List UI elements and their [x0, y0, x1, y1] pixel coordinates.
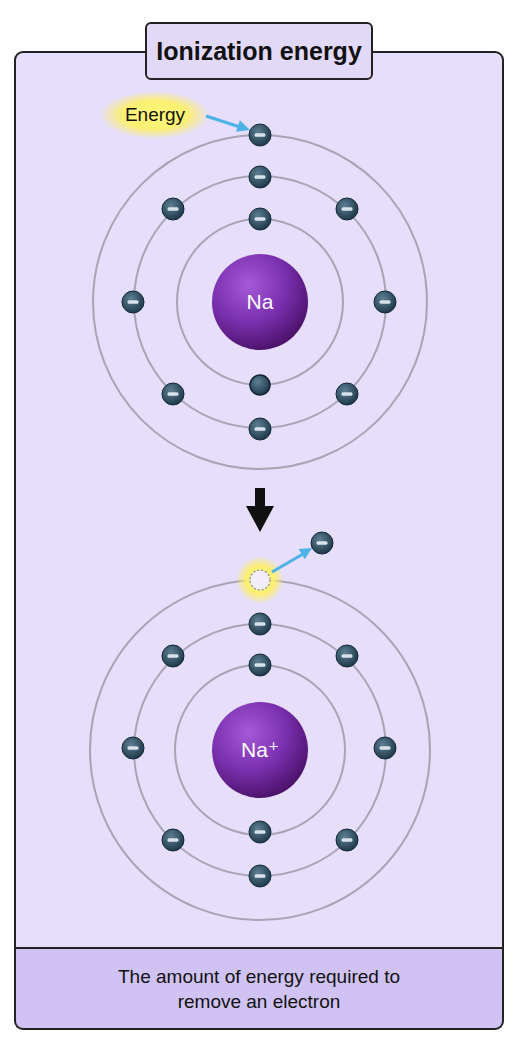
electron — [250, 375, 270, 395]
electron — [249, 865, 271, 887]
electron — [249, 418, 271, 440]
title: Ionization energy — [145, 22, 373, 80]
ejection-arrow — [272, 554, 303, 572]
frame — [15, 52, 503, 1029]
electron — [374, 291, 396, 313]
element-symbol: Na — [211, 253, 309, 351]
electron — [374, 737, 396, 759]
process-arrowhead — [246, 506, 274, 532]
nucleus-circle — [212, 254, 308, 350]
electron — [336, 645, 358, 667]
atom-rings — [93, 135, 427, 469]
nucleus: Na — [211, 253, 309, 351]
electron — [249, 208, 271, 230]
caption-band: The amount of energy required to remove … — [16, 950, 502, 1028]
electron — [336, 829, 358, 851]
electron — [162, 383, 184, 405]
electron — [122, 291, 144, 313]
element-symbol: Na⁺ — [211, 701, 309, 799]
energy-arrow — [206, 116, 240, 127]
vacancy-glow — [236, 556, 284, 604]
energy-arrowhead — [236, 120, 250, 131]
electron — [336, 198, 358, 220]
electron — [249, 124, 271, 146]
frame-outline — [15, 52, 503, 1029]
electron — [162, 829, 184, 851]
electron — [122, 737, 144, 759]
nucleus: Na⁺ — [211, 701, 309, 799]
electron — [249, 821, 271, 843]
atom-rings — [90, 580, 430, 920]
electron-vacancy — [250, 570, 270, 590]
nucleus-circle — [212, 702, 308, 798]
electron — [162, 645, 184, 667]
caption: The amount of energy required to remove … — [94, 964, 424, 1014]
process-arrow — [255, 488, 265, 508]
energy-glow — [100, 91, 210, 139]
electron — [249, 654, 271, 676]
electron — [162, 198, 184, 220]
caption-band — [16, 948, 502, 1028]
electron — [249, 166, 271, 188]
ejection-arrowhead — [299, 548, 312, 559]
electron — [336, 383, 358, 405]
energy-label: Energy — [100, 104, 210, 126]
band-line — [15, 947, 503, 949]
electron — [311, 532, 333, 554]
electron — [249, 613, 271, 635]
